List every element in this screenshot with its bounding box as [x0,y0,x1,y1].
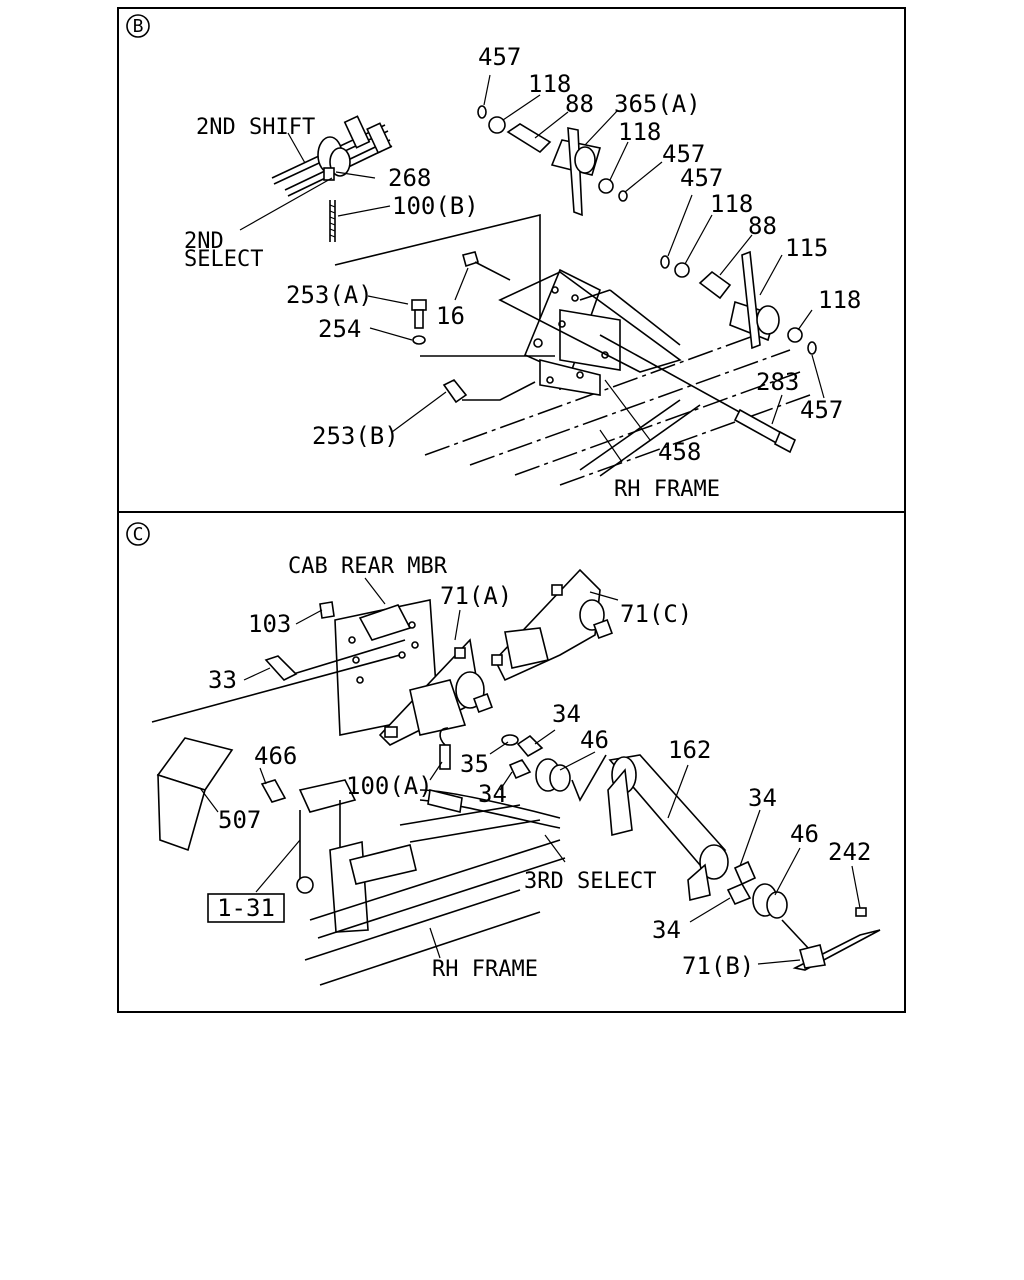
label-46-b: 46 [790,820,819,848]
bolt-466 [260,779,287,803]
pin-88-top [506,123,552,154]
lever-115 [729,250,780,350]
bracket-71b [781,919,881,971]
bolt-253b [442,378,468,404]
label-46-a: 46 [580,726,609,754]
label-35: 35 [460,750,489,778]
label-rh-frame-b: RH FRAME [614,477,720,502]
oring-457-right [660,255,670,269]
label-268: 268 [388,164,431,192]
label-88-top: 88 [565,90,594,118]
nut-16 [462,251,479,268]
guard-507 [156,737,234,852]
label-71c: 71(C) [620,600,692,628]
bolt-100b [329,200,336,242]
label-115: 115 [785,234,828,262]
label-33: 33 [208,666,237,694]
bushing-118-mid [598,178,614,194]
label-34-b: 34 [478,780,507,808]
pin-88-right [698,270,732,300]
label-457-mid: 457 [662,140,705,168]
bracket-71c [491,568,613,682]
leaders-b [239,74,825,463]
clip-34-a [516,734,544,758]
label-rh-frame-c: RH FRAME [432,957,538,982]
panel-c: C [126,522,881,986]
label-34-a: 34 [552,700,581,728]
bushing-118-right [674,262,690,278]
cable-2nd-shift [271,115,393,197]
clip-34-d [726,882,752,906]
label-253b: 253(B) [312,422,399,450]
label-457-bottom: 457 [800,396,843,424]
clip-100a [439,727,451,770]
rh-frame-c [296,779,566,986]
bolt-33 [264,655,298,681]
oring-457-top [477,105,487,119]
label-34-c: 34 [748,784,777,812]
nut-242 [855,907,867,917]
label-242: 242 [828,838,871,866]
label-3rd-select: 3RD SELECT [524,869,656,894]
label-118-mid: 118 [618,118,661,146]
panel-c-marker: C [133,524,144,545]
cable-3rd-select [419,789,561,829]
ref-box-frame [207,893,285,923]
label-100a: 100(A) [346,772,433,800]
label-16: 16 [436,302,465,330]
label-118-top: 118 [528,70,571,98]
lever-365a [550,127,602,217]
label-34-d: 34 [652,916,681,944]
shaft-162 [607,754,729,902]
bushing-46-b [752,883,788,919]
label-88-right: 88 [748,212,777,240]
spring-268 [323,167,335,181]
panel-b: B [126,14,861,502]
bushing-46-a [535,758,571,792]
label-2nd-select-2: SELECT [184,247,263,272]
bracket-71a [378,638,493,746]
label-507: 507 [218,806,261,834]
label-457-mid2: 457 [680,164,723,192]
oring-457-mid [618,190,628,202]
label-2nd-select-1: 2ND [184,229,224,254]
clip-35 [501,734,519,746]
clip-34-c [733,860,757,886]
label-2nd-shift: 2ND SHIFT [196,115,315,140]
clip-34-b [508,759,532,780]
label-118-far: 118 [818,286,861,314]
label-365a: 365(A) [614,90,701,118]
ref-box-label: 1-31 [217,894,275,922]
label-71b: 71(B) [682,952,754,980]
label-cab-rear-mbr: CAB REAR MBR [288,554,448,579]
nut-118-far [787,327,803,343]
label-100b: 100(B) [392,192,479,220]
leaders-c [199,577,861,965]
panel-c-marker-circle [126,522,150,546]
nut-103 [319,601,335,619]
bolt-253a [411,299,427,329]
label-253a: 253(A) [286,281,373,309]
bracket-458 [523,268,621,396]
label-162: 162 [668,736,711,764]
washer-254 [412,335,426,345]
panel-c-frame [117,511,906,1013]
bushing-118-top [488,116,506,134]
label-71a: 71(A) [440,582,512,610]
panel-b-marker-circle [126,14,150,38]
label-466: 466 [254,742,297,770]
label-458: 458 [658,438,701,466]
label-283: 283 [756,368,799,396]
label-118-right: 118 [710,190,753,218]
label-457-top: 457 [478,43,521,71]
oring-457-far [807,341,817,355]
label-103: 103 [248,610,291,638]
bolt-283 [599,334,797,454]
label-254: 254 [318,315,361,343]
panel-b-marker: B [133,16,144,37]
